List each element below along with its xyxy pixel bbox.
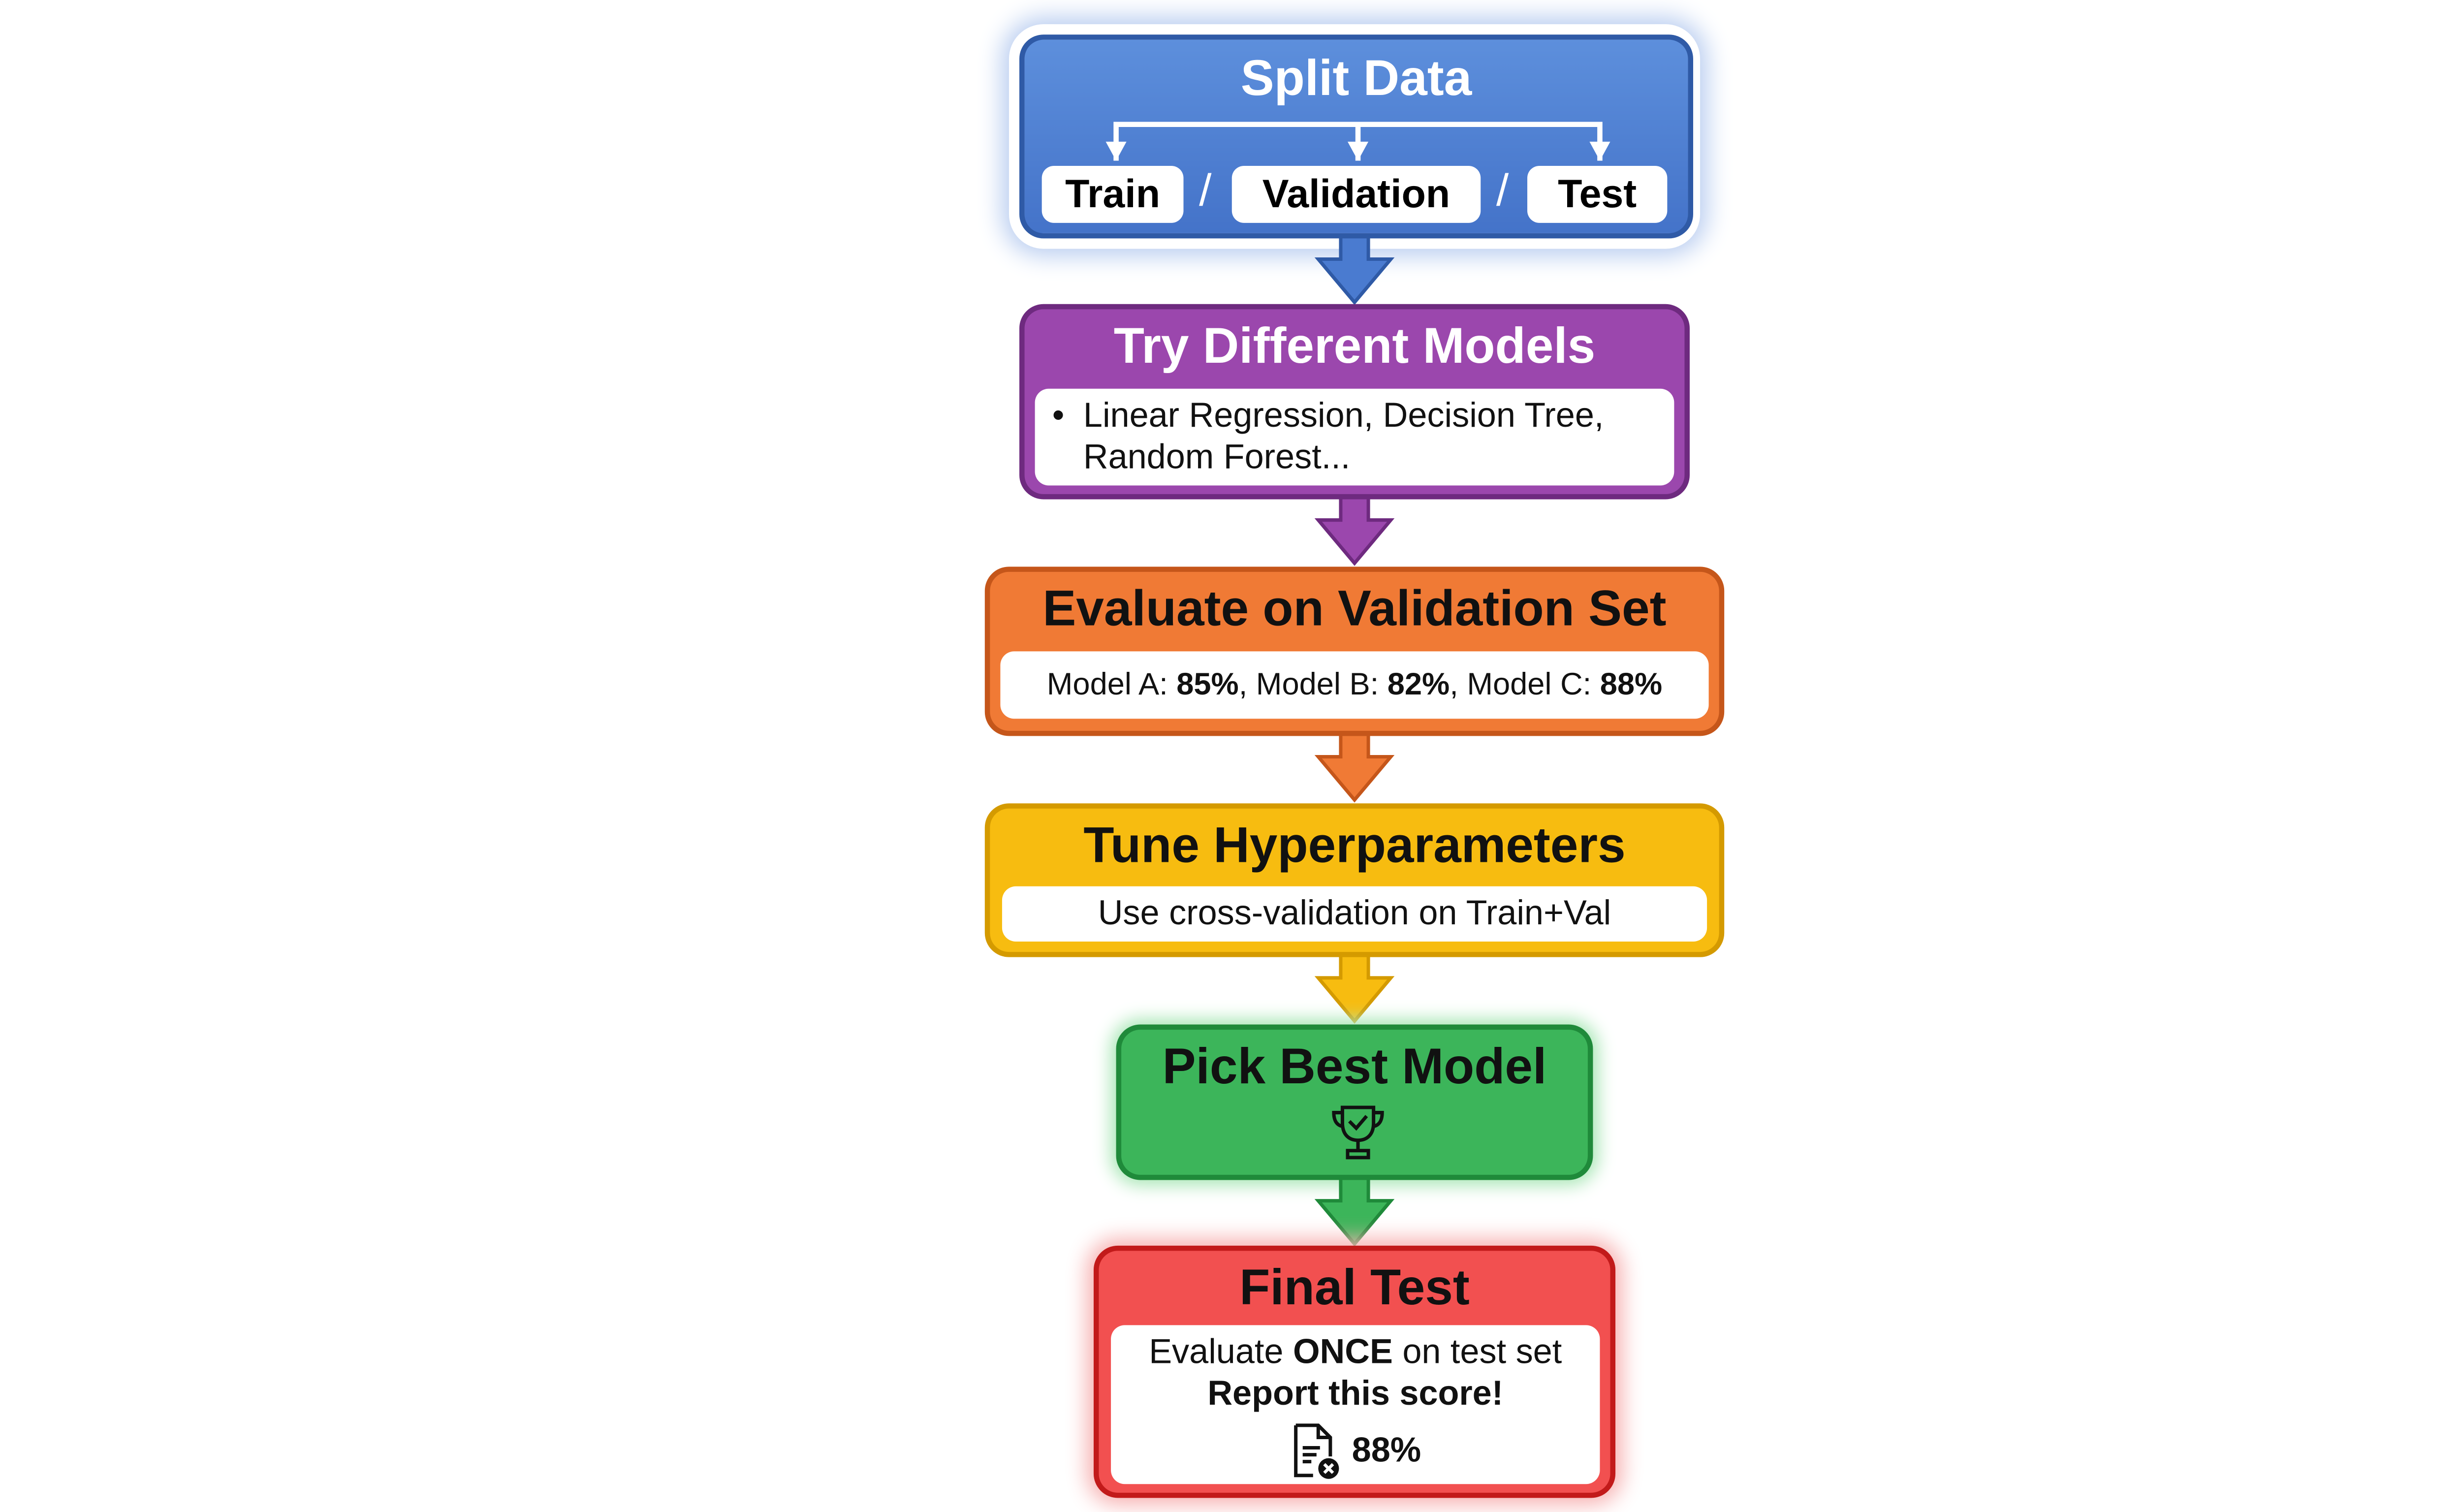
model-a-label: Model A:: [1046, 666, 1177, 702]
validation-label: Validation: [1231, 165, 1481, 223]
split-data-box: Split Data Train / Validation / Test: [1019, 34, 1693, 239]
text: Evaluate: [1149, 1333, 1293, 1372]
arrow-down-icon: [1314, 497, 1395, 566]
final-test-title: Final Test: [1239, 1261, 1470, 1317]
once-emphasis: ONCE: [1293, 1333, 1393, 1372]
model-b-score: 82%: [1387, 666, 1450, 702]
split-arrows-icon: [1105, 122, 1610, 161]
test-label: Test: [1527, 165, 1668, 223]
trophy-check-icon: [1332, 1105, 1384, 1160]
split-data-title: Split Data: [1240, 52, 1472, 107]
final-line-2: Report this score!: [1207, 1375, 1504, 1414]
pick-best-title: Pick Best Model: [1162, 1040, 1547, 1096]
tune-description: Use cross-validation on Train+Val: [1002, 886, 1707, 942]
separator: /: [1496, 164, 1509, 216]
final-line-1: Evaluate ONCE on test set: [1111, 1332, 1600, 1373]
models-line-2: Random Forest...: [1083, 439, 1351, 477]
train-label: Train: [1041, 165, 1184, 223]
tune-box: Tune Hyperparameters Use cross-validatio…: [984, 803, 1725, 957]
document-x-icon: [1294, 1423, 1340, 1479]
text: on test set: [1392, 1333, 1562, 1372]
final-score: 88%: [1352, 1432, 1421, 1471]
evaluate-title: Evaluate on Validation Set: [1042, 582, 1667, 638]
models-list: • Linear Regression, Decision Tree, Rand…: [1035, 388, 1674, 486]
pick-best-box: Pick Best Model: [1116, 1024, 1593, 1180]
arrow-down-icon: [1314, 236, 1395, 305]
tune-title: Tune Hyperparameters: [1083, 819, 1626, 875]
arrow-down-icon: [1314, 734, 1395, 803]
model-c-label: , Model C:: [1450, 666, 1600, 702]
final-score-row: 88%: [1111, 1422, 1600, 1480]
model-b-label: , Model B:: [1238, 666, 1388, 702]
models-line-1: Linear Regression, Decision Tree,: [1083, 397, 1604, 436]
evaluate-box: Evaluate on Validation Set Model A: 85%,…: [984, 567, 1725, 736]
try-models-box: Try Different Models • Linear Regression…: [1019, 304, 1690, 500]
arrow-down-icon: [1314, 1178, 1395, 1247]
separator: /: [1199, 164, 1212, 216]
final-test-box: Final Test Evaluate ONCE on test set Rep…: [1093, 1245, 1616, 1498]
model-c-score: 88%: [1600, 666, 1663, 702]
try-models-title: Try Different Models: [1113, 319, 1596, 375]
model-a-score: 85%: [1176, 666, 1239, 702]
arrow-down-icon: [1314, 955, 1395, 1024]
bullet: •: [1052, 397, 1065, 436]
validation-scores: Model A: 85%, Model B: 82%, Model C: 88%: [1000, 651, 1709, 719]
final-test-details: Evaluate ONCE on test set Report this sc…: [1111, 1325, 1600, 1484]
